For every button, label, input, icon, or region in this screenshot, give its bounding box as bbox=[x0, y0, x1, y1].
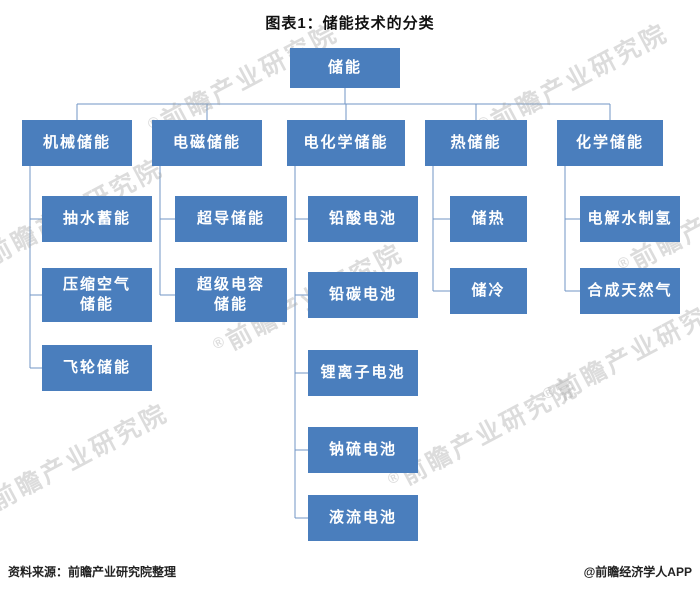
node-synthetic-gas: 合成天然气 bbox=[580, 268, 680, 314]
node-branch-electromagnetic: 电磁储能 bbox=[152, 120, 262, 166]
node-compressed-air: 压缩空气储能 bbox=[42, 268, 152, 322]
node-heat-storage: 储热 bbox=[450, 196, 527, 242]
node-sodium-sulfur: 钠硫电池 bbox=[308, 427, 418, 473]
source-text: 资料来源：前瞻产业研究院整理 bbox=[8, 565, 177, 579]
node-branch-thermal: 热储能 bbox=[425, 120, 527, 166]
node-lead-carbon: 铅碳电池 bbox=[308, 272, 418, 318]
credit-text: @前瞻经济学人APP bbox=[583, 565, 692, 579]
node-supercapacitor: 超级电容储能 bbox=[175, 268, 287, 322]
node-pumped-hydro: 抽水蓄能 bbox=[42, 196, 152, 242]
node-lithium-ion: 锂离子电池 bbox=[308, 350, 418, 396]
node-lead-acid: 铅酸电池 bbox=[308, 196, 418, 242]
node-branch-electrochemical: 电化学储能 bbox=[287, 120, 405, 166]
node-cold-storage: 储冷 bbox=[450, 268, 527, 314]
node-superconducting: 超导储能 bbox=[175, 196, 287, 242]
node-branch-mechanical: 机械储能 bbox=[22, 120, 132, 166]
node-electrolysis-hydrogen: 电解水制氢 bbox=[580, 196, 680, 242]
node-flow-battery: 液流电池 bbox=[308, 495, 418, 541]
chart-title: 图表1：储能技术的分类 bbox=[265, 15, 435, 32]
node-root: 储能 bbox=[290, 48, 400, 88]
node-flywheel: 飞轮储能 bbox=[42, 345, 152, 391]
node-branch-chemical: 化学储能 bbox=[557, 120, 663, 166]
